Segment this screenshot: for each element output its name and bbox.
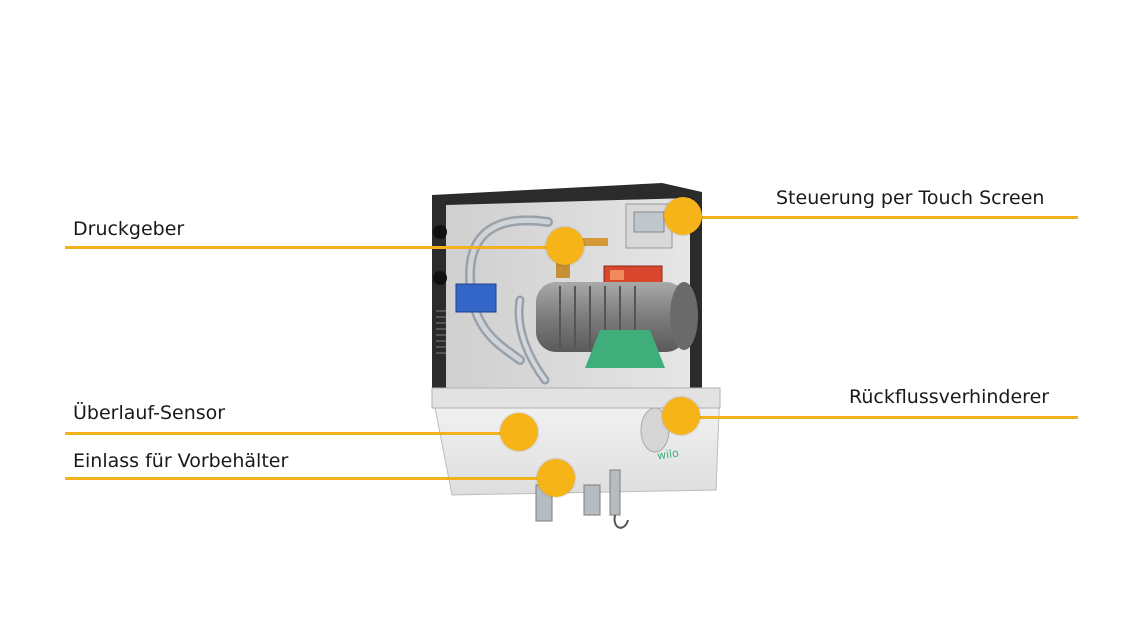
leader-einlass <box>65 477 555 480</box>
touch-screen-box <box>625 203 673 249</box>
leader-druckgeber <box>65 246 565 249</box>
pump-motor <box>536 282 698 368</box>
label-ueberlauf: Überlauf-Sensor <box>73 402 226 424</box>
marker-rueckfluss <box>662 397 700 435</box>
leader-steuerung <box>680 216 1078 219</box>
label-druckgeber: Druckgeber <box>73 218 185 240</box>
hoses <box>464 215 553 385</box>
marker-druckgeber <box>546 227 584 265</box>
solenoid-valve <box>455 283 497 313</box>
label-steuerung: Steuerung per Touch Screen <box>776 187 1045 209</box>
marker-ueberlauf <box>500 413 538 451</box>
marker-steuerung <box>664 197 702 235</box>
buffer-tank <box>431 387 721 496</box>
marker-einlass <box>537 459 575 497</box>
label-rueckfluss: Rückflussverhinderer <box>849 386 1050 408</box>
label-einlass: Einlass für Vorbehälter <box>73 450 289 472</box>
leader-ueberlauf <box>65 432 520 435</box>
pressure-sensor-fitting <box>556 238 608 278</box>
leader-rueckfluss <box>680 416 1078 419</box>
